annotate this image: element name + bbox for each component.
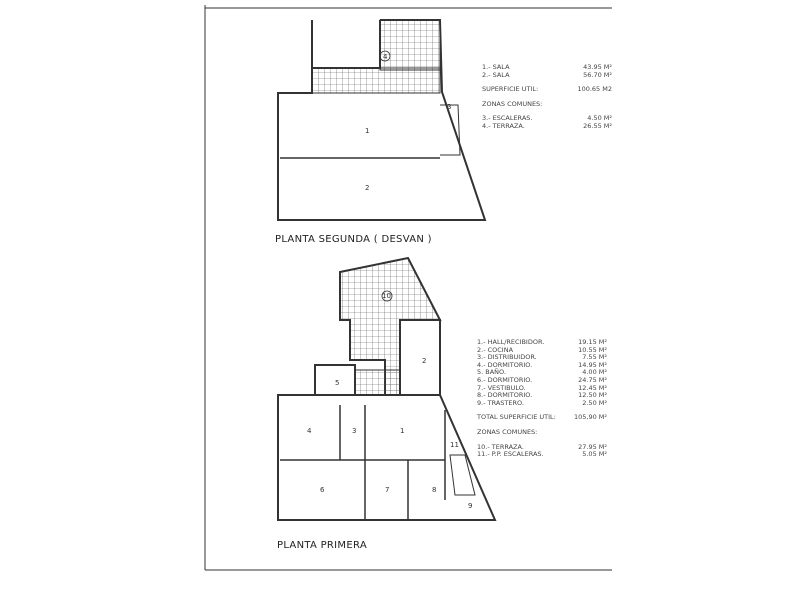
common-title: ZONAS COMUNES: (482, 99, 543, 108)
lower-room-6: 6 (320, 486, 325, 494)
area-row: 10.- TERRAZA. 27.95 M² (477, 442, 607, 452)
lower-plan-title: PLANTA PRIMERA (277, 540, 367, 551)
lower-room-10: 10 (382, 292, 391, 300)
room-label: TOTAL SUPERFICIE UTIL: (477, 413, 556, 422)
room-area: 19.15 M² (578, 338, 607, 346)
total-value: 100.65 M2 (577, 85, 612, 94)
room-label: 5. BAÑO. (477, 368, 506, 377)
room-area: 2.50 M² (582, 398, 607, 407)
area-row: 5. BAÑO. 4.00 M² (477, 369, 607, 377)
total-row: TOTAL SUPERFICIE UTIL: 105,90 M² (477, 414, 607, 422)
room-area: 27.95 M² (578, 442, 607, 451)
total-row: SUPERFICIE UTIL: 100.65 M2 (482, 86, 612, 94)
page-border (204, 5, 612, 571)
area-row: 3.- DISTRIBUIDOR. 7.55 M² (477, 354, 607, 362)
lower-room-7: 7 (385, 486, 389, 494)
area-row: 2.- SALA 56.70 M² (482, 70, 612, 80)
room-area: 24.75 M² (578, 375, 607, 384)
area-row: 9.- TRASTERO. 2.50 M² (477, 398, 607, 408)
room-label: 2.- COCINA (477, 345, 514, 354)
lower-room-5: 5 (335, 379, 339, 387)
room-label: 3.- DISTRIBUIDOR. (477, 353, 537, 362)
upper-room-1: 1 (365, 127, 369, 135)
room-label: 4.- DORMITORIO. (477, 360, 533, 369)
area-row: 7.- VESTIBULO. 12.45 M² (477, 383, 607, 393)
upper-plan (277, 19, 487, 221)
room-area: 10.55 M² (578, 345, 607, 354)
room-label: 2.- SALA (482, 70, 510, 79)
lower-room-9: 9 (468, 502, 472, 510)
room-area: 56.70 M² (583, 70, 612, 79)
room-area: 43.95 M² (583, 63, 612, 71)
room-label: 7.- VESTIBULO. (477, 383, 526, 392)
area-row: 6.- DORMITORIO. 24.75 M² (477, 375, 607, 385)
area-row: 1.- SALA 43.95 M² (482, 63, 612, 72)
room-area: 4.00 M² (582, 368, 607, 377)
area-row: 4.- DORMITORIO. 14.95 M² (477, 360, 607, 370)
room-area: 12.50 M² (578, 391, 607, 400)
room-area: 4.50 M² (587, 114, 612, 123)
area-row: 1.- HALL/RECIBIDOR. 19.15 M² (477, 338, 607, 347)
room-area: 105,90 M² (573, 413, 607, 422)
lower-room-3: 3 (352, 427, 356, 435)
common-title: ZONAS COMUNES: (477, 427, 538, 436)
room-label: 1.- HALL/RECIBIDOR. (477, 338, 545, 346)
room-label: 1.- SALA (482, 63, 510, 71)
total-label: SUPERFICIE UTIL: (482, 85, 539, 94)
upper-plan-title: PLANTA SEGUNDA ( DESVAN ) (275, 234, 432, 245)
upper-room-2: 2 (365, 184, 369, 192)
room-area: 14.95 M² (578, 360, 607, 369)
room-label: 4.- TERRAZA. (482, 121, 525, 130)
area-row: 3.- ESCALERAS. 4.50 M² (482, 115, 612, 123)
room-label: 3.- ESCALERAS. (482, 114, 533, 123)
upper-area-table: 1.- SALA 43.95 M² 2.- SALA 56.70 M² SUPERF… (482, 63, 612, 131)
room-label: 9.- TRASTERO. (477, 398, 524, 407)
lower-plan (277, 256, 497, 521)
room-label: 11.- P.P. ESCALERAS. (477, 450, 544, 459)
room-label: 6.- DORMITORIO. (477, 375, 533, 384)
upper-room-4: 4 (383, 53, 388, 61)
upper-room-3: 3 (447, 103, 451, 111)
room-area: 12.45 M² (578, 383, 607, 392)
room-area: 26.55 M² (583, 121, 612, 130)
room-label: 8.- DORMITORIO. (477, 391, 533, 400)
area-row: 11.- P.P. ESCALERAS. 5.05 M² (477, 451, 607, 459)
room-label: 10.- TERRAZA. (477, 442, 524, 451)
lower-room-4: 4 (307, 427, 312, 435)
area-row: 4.- TERRAZA. 26.55 M² (482, 121, 612, 131)
room-area: 5.05 M² (582, 450, 607, 459)
lower-room-11: 11 (450, 441, 459, 449)
room-numbers: 1 2 3 4 1 2 3 4 5 6 7 8 9 10 11 (307, 53, 472, 510)
lower-room-1: 1 (400, 427, 404, 435)
area-row: 8.- DORMITORIO. 12.50 M² (477, 392, 607, 400)
lower-area-table: 1.- HALL/RECIBIDOR. 19.15 M² 2.- COCINA 10.… (477, 338, 607, 459)
lower-room-8: 8 (432, 486, 436, 494)
lower-room-2: 2 (422, 357, 426, 365)
room-area: 7.55 M² (582, 353, 607, 362)
area-row: 2.- COCINA 10.55 M² (477, 345, 607, 355)
